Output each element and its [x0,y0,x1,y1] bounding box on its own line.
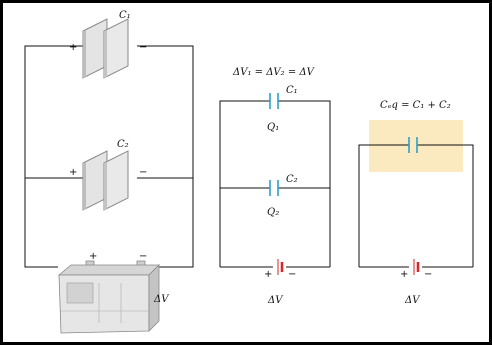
right-loop-wire [358,144,474,267]
middle-battery-label: ΔV [267,295,284,306]
ceq-capacitor-symbol-icon [408,137,418,153]
right-battery-symbol-icon [413,259,420,275]
equivalent-capacitor-highlight [369,120,463,172]
left-battery-label: ΔV [153,294,170,305]
right-equation: Cₑq = C₁ + C₂ [380,100,451,111]
middle-battery-symbol-icon [277,259,284,275]
middle-q2-label: Q₂ [267,207,279,218]
c2-label: C₂ [117,139,129,150]
middle-c2-label: C₂ [286,174,298,185]
c2-capacitor-plates [82,150,129,211]
battery-minus-sign: − [139,251,147,262]
middle-equation: ΔV₁ = ΔV₂ = ΔV [232,67,316,78]
middle-panel: ΔV₁ = ΔV₂ = ΔV C₁ Q₁ C₂ Q₂ + − ΔV [219,67,331,306]
middle-c1-label: C₁ [286,85,298,96]
c1-minus-sign: − [139,42,147,53]
middle-top-wire [219,100,331,267]
right-panel: Cₑq = C₁ + C₂ + − ΔV [358,100,474,306]
circuit-diagram: + − C₁ + − C₂ + [24,10,474,334]
c2-minus-sign: − [139,167,147,178]
c1-label: C₁ [119,10,131,21]
left-top-wire [24,45,83,268]
right-battery-minus-sign: − [424,269,432,280]
c1-plus-sign: + [69,42,77,53]
car-battery-icon [57,260,160,334]
middle-q1-label: Q₁ [267,122,279,133]
middle-battery-minus-sign: − [288,269,296,280]
right-battery-plus-sign: + [400,269,408,280]
c1-capacitor-plates [82,18,129,79]
battery-plus-sign: + [89,251,97,262]
c1-capacitor-symbol-icon [269,93,279,109]
left-panel: + − C₁ + − C₂ + [24,10,194,334]
c2-capacitor-symbol-icon [269,180,279,196]
left-top-wire-right [137,45,194,268]
middle-battery-plus-sign: + [264,269,272,280]
right-battery-label: ΔV [404,295,421,306]
c2-plus-sign: + [69,167,77,178]
